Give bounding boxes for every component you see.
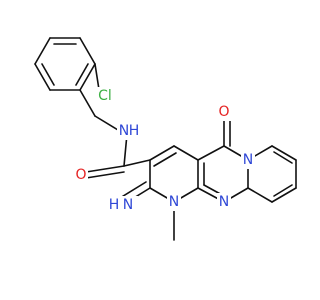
bond xyxy=(271,145,297,161)
bond xyxy=(153,152,177,167)
amide-hydrogen-atom: H xyxy=(129,123,140,139)
bridgehead-nitrogen-atom: N xyxy=(243,152,253,168)
atom-label-layer: Cl N H O O N N N H N xyxy=(74,87,255,214)
amide-nitrogen-atom: N xyxy=(119,123,129,139)
amide-oxygen-atom: O xyxy=(75,167,86,183)
bond xyxy=(75,63,89,86)
bond xyxy=(85,165,125,173)
molecule-structure: Cl N H O O N N N H N xyxy=(34,37,297,241)
bond xyxy=(271,187,297,203)
bond-layer xyxy=(34,37,297,241)
bond xyxy=(197,145,225,161)
bond xyxy=(85,171,125,179)
imino-hydrogen-atom: H xyxy=(109,197,120,213)
imino-nitrogen-atom: N xyxy=(123,197,133,213)
bond xyxy=(123,159,151,167)
bond xyxy=(94,115,119,131)
bond xyxy=(119,181,147,199)
bond xyxy=(79,63,96,91)
bond xyxy=(149,145,175,161)
chlorine-atom: Cl xyxy=(98,88,112,104)
bond xyxy=(79,89,96,117)
bond xyxy=(34,37,51,65)
bond xyxy=(34,63,51,91)
bond xyxy=(247,187,273,203)
bond xyxy=(41,63,55,86)
bond xyxy=(273,151,293,164)
keto-oxygen-atom: O xyxy=(218,104,229,120)
pyrimidine-nitrogen-atom: N xyxy=(219,194,229,210)
bond xyxy=(273,184,293,197)
methyl-nitrogen-atom: N xyxy=(169,194,179,210)
bond xyxy=(173,145,199,161)
bond xyxy=(79,37,96,65)
